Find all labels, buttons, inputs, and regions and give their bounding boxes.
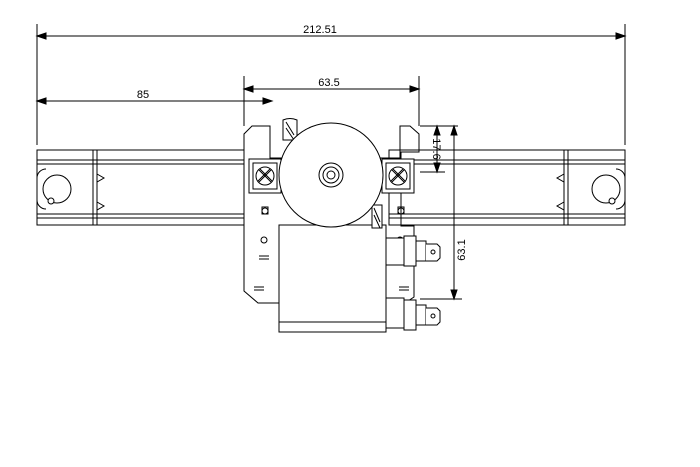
dimension-label-mount-width: 63.5	[318, 77, 339, 89]
bracket-rivet-left	[261, 207, 269, 215]
dimension-label-height: 63.1	[456, 239, 468, 260]
motor-rotor	[278, 122, 384, 228]
rail-marker-right-bottom	[555, 201, 565, 211]
left-mount-slot	[36, 168, 72, 210]
motor-coil-housing	[278, 118, 387, 333]
shaft-boss	[318, 162, 344, 188]
bracket-rivet-lower-left	[260, 236, 268, 244]
left-rail	[36, 149, 245, 226]
right-mount-slot	[591, 168, 626, 210]
terminal-lower	[385, 297, 441, 331]
dimension-offset-left: 85	[35, 89, 274, 105]
dimension-shaft-offset: 17.6	[430, 124, 442, 174]
dimension-label-overall-width: 212.51	[303, 24, 337, 36]
dimension-height: 63.1	[450, 124, 468, 301]
shaft	[326, 170, 336, 180]
screw-plate-left	[248, 158, 282, 194]
dimension-label-shaft-offset: 17.6	[430, 138, 442, 159]
dimension-label-offset-left: 85	[137, 89, 149, 101]
extension-lines	[36, 24, 626, 300]
rail-marker-left-top	[96, 173, 106, 183]
terminal-upper	[385, 235, 441, 267]
screw-plate-right	[381, 158, 415, 194]
right-rail	[388, 149, 626, 226]
rail-marker-right-top	[555, 173, 565, 183]
rail-marker-left-bottom	[96, 201, 106, 211]
dimension-mount-width: 63.5	[242, 77, 421, 93]
dimension-overall-width: 212.51	[35, 24, 627, 40]
